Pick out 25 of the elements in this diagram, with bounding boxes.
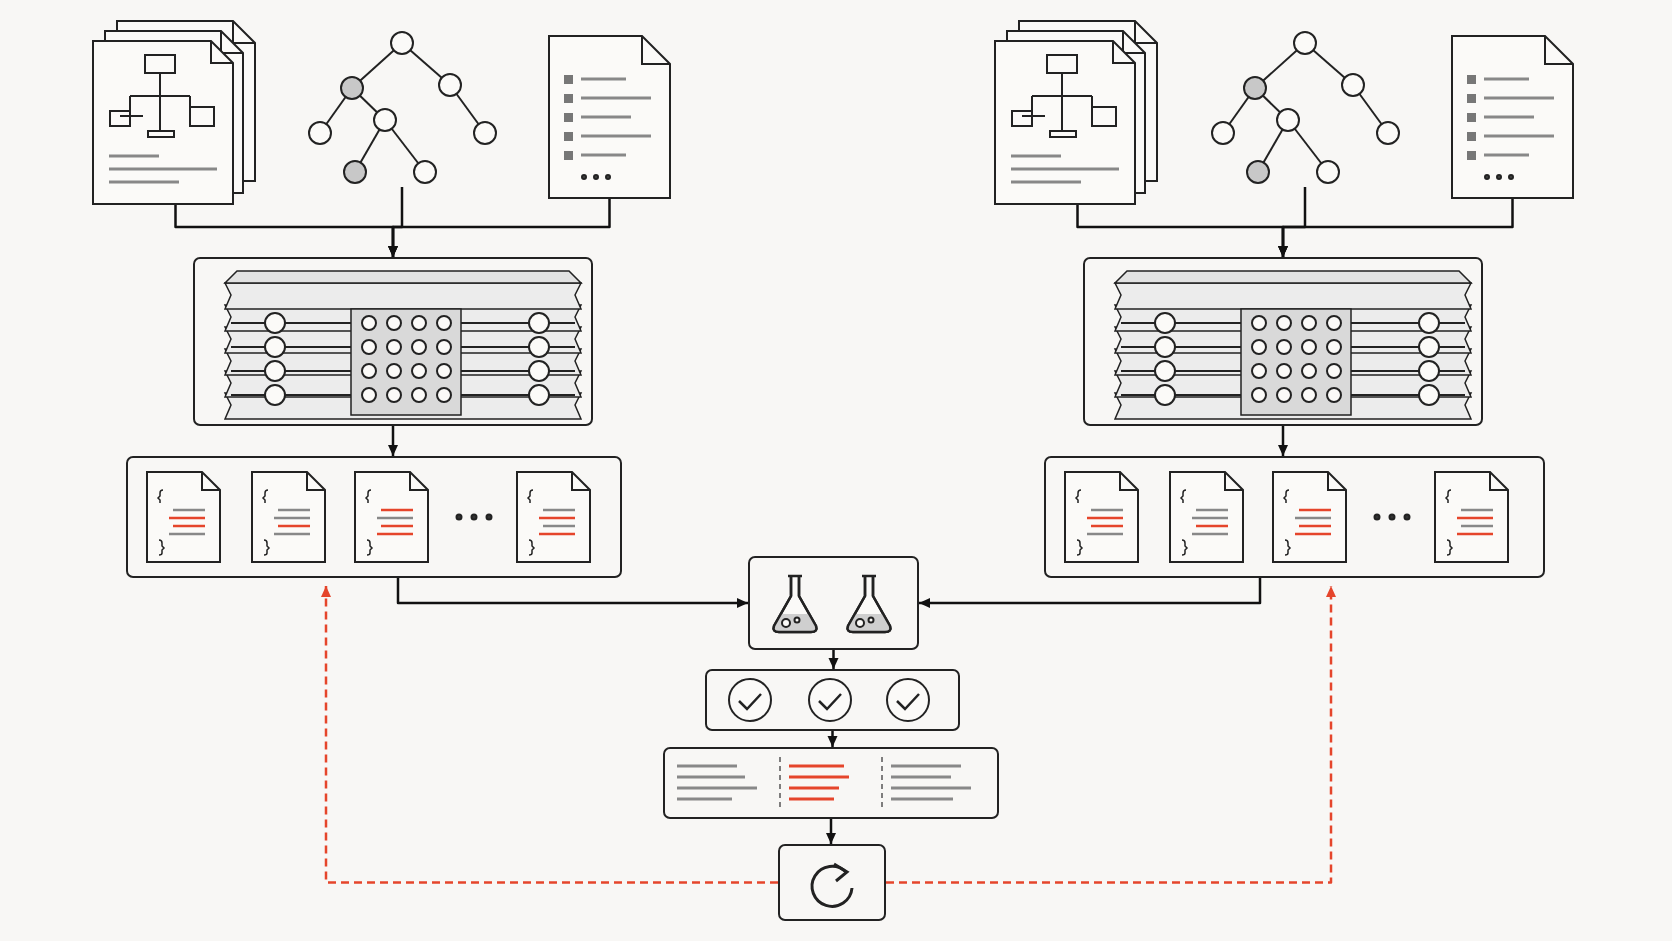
model-panel: [193, 257, 593, 426]
output-panel: [126, 456, 622, 578]
arrow: [826, 819, 836, 844]
arrow: [1278, 199, 1514, 257]
tree-diagram-drawing: [1210, 32, 1400, 187]
dashed-arrow: [321, 586, 778, 884]
arrow: [827, 731, 838, 747]
tree-diagram-drawing: [307, 32, 497, 187]
arrow: [919, 578, 1262, 608]
dashed-arrow: [886, 586, 1336, 884]
flask-panel: [748, 556, 919, 650]
check-panel: [705, 669, 960, 731]
comparison-panel: [663, 747, 999, 819]
refresh-panel: [778, 844, 886, 921]
arrow: [388, 426, 398, 456]
arrow: [828, 650, 839, 669]
list-document-drawing: [548, 35, 671, 199]
arrow: [1278, 426, 1288, 456]
list-document-drawing: [1451, 35, 1574, 199]
output-panel: [1044, 456, 1545, 578]
model-panel: [1083, 257, 1483, 426]
document-stack-drawing: [995, 21, 1160, 205]
document-stack-drawing: [93, 21, 258, 205]
arrow: [396, 578, 748, 608]
arrow: [388, 199, 611, 257]
